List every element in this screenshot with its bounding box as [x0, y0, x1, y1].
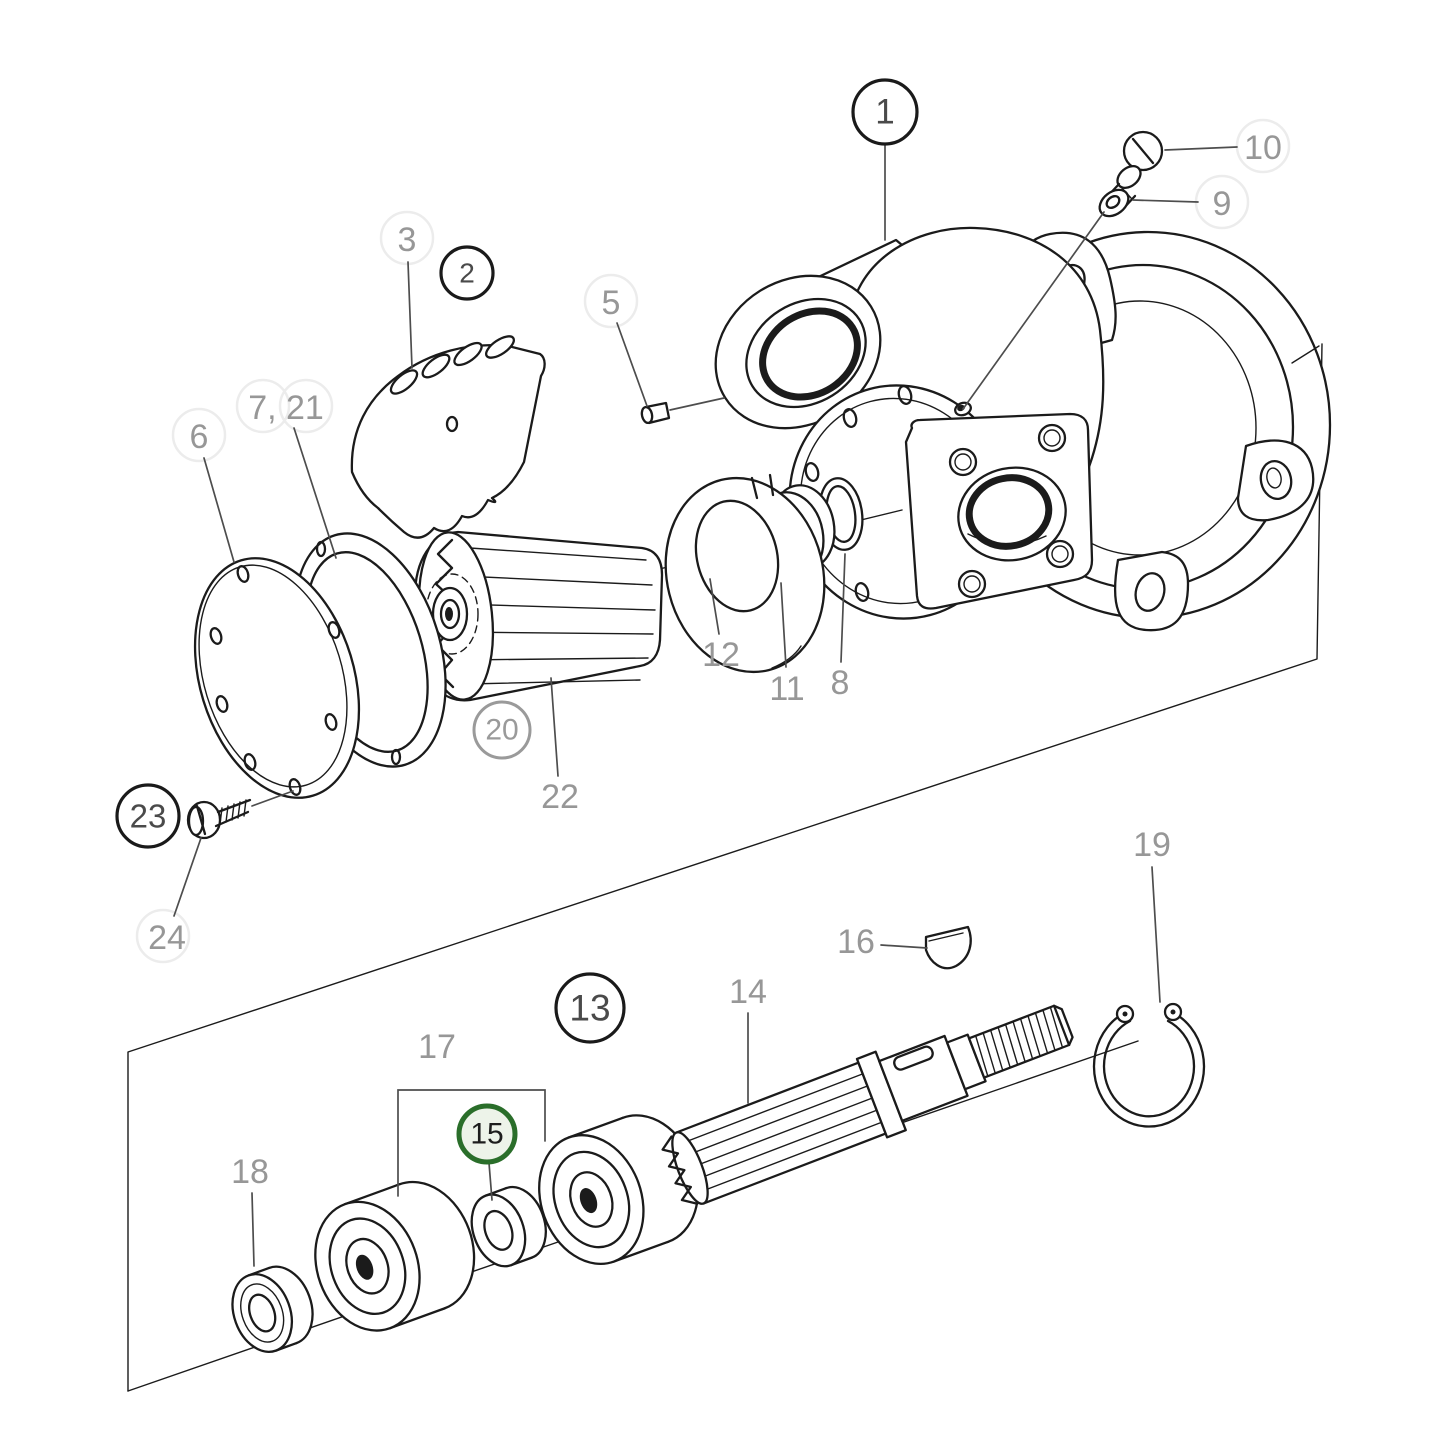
leader-line — [203, 457, 235, 563]
callout-number: 6 — [190, 418, 209, 456]
bearing-inner-17 — [314, 1180, 476, 1332]
washer-9 — [962, 188, 1130, 410]
callout-number: 23 — [130, 798, 167, 835]
callout-11: 11 — [769, 582, 805, 708]
callout-number: 1 — [875, 93, 894, 132]
leader-line — [407, 261, 413, 369]
leader-line — [173, 837, 202, 917]
drain-screw-10 — [1104, 130, 1164, 212]
callout-ring — [115, 783, 181, 849]
callout-number: 24 — [148, 919, 186, 957]
callout-number: 14 — [729, 973, 767, 1011]
callout-ring — [851, 78, 919, 146]
callout-number: 2 — [459, 258, 475, 289]
cover-plate-6 — [193, 557, 361, 799]
ghost-circle — [1235, 118, 1291, 174]
cover-screw-24 — [186, 790, 294, 840]
callout-number: 13 — [569, 988, 610, 1029]
callout-22: 22 — [541, 677, 579, 816]
callout-8: 8 — [831, 553, 850, 702]
impeller-22 — [413, 530, 664, 702]
leader-line — [1151, 866, 1161, 1003]
ghost-circle — [278, 378, 334, 434]
screw-slot — [1131, 137, 1155, 165]
ghost-circle — [583, 273, 639, 329]
seal-ring-18 — [231, 1265, 314, 1353]
callout-2: 2 — [439, 245, 495, 301]
callout-number: 11 — [769, 670, 804, 708]
mount-lug-right — [1236, 439, 1315, 522]
leader-line — [293, 427, 337, 559]
spacer-15 — [470, 1185, 547, 1268]
callout-number: 7, 21 — [248, 389, 324, 427]
leader-line — [880, 944, 928, 949]
callout-7-21: 7, 21 — [235, 378, 337, 559]
callout-5: 5 — [583, 273, 648, 407]
pump-housing — [714, 226, 1332, 632]
washer-to-hole-line — [962, 211, 1105, 410]
bracket-17 — [397, 1089, 546, 1197]
callout-1: 1 — [851, 78, 919, 241]
callout-number: 10 — [1244, 129, 1282, 167]
leader-line — [251, 1192, 255, 1267]
keyway-slot — [893, 1045, 934, 1071]
ghost-circle — [235, 378, 291, 434]
callout-24: 24 — [135, 837, 202, 964]
ghost-circle — [171, 407, 227, 463]
wear-plate-4 — [664, 473, 826, 674]
callout-number: 3 — [398, 221, 417, 259]
ghost-circle — [379, 210, 435, 266]
callout-number: 17 — [418, 1028, 456, 1066]
leader-line — [1132, 199, 1199, 203]
callout-3: 3 — [379, 210, 435, 369]
leader-line — [709, 578, 720, 635]
callout-number: 22 — [541, 778, 579, 816]
callout-ring — [439, 245, 495, 301]
key-16 — [924, 925, 972, 970]
callout-15: 15 — [456, 1103, 518, 1201]
callout-number: 19 — [1133, 826, 1171, 864]
callout-6: 6 — [171, 407, 235, 563]
leader-line — [550, 677, 559, 777]
leader-line — [1164, 146, 1238, 151]
callout-14: 14 — [729, 973, 767, 1104]
callout-12: 12 — [702, 578, 740, 674]
screw-slot — [195, 804, 207, 836]
mount-lug-bottom — [1114, 550, 1190, 632]
discharge-flange — [904, 412, 1094, 610]
leader-line — [616, 322, 648, 407]
callout-23: 23 — [115, 783, 181, 849]
callout-number: 9 — [1213, 185, 1232, 223]
shaft-14 — [661, 1004, 1074, 1205]
circlip-19 — [1092, 1002, 1206, 1128]
cam-2-3 — [350, 335, 546, 539]
callout-number: 8 — [831, 664, 850, 702]
callout-19: 19 — [1133, 826, 1171, 1003]
callout-20: 20 — [472, 700, 532, 760]
callout-number: 5 — [602, 284, 621, 322]
callout-ring — [472, 700, 532, 760]
callout-9: 9 — [1132, 174, 1250, 230]
callout-10: 10 — [1164, 118, 1291, 174]
pin-5 — [640, 397, 725, 425]
leader-line — [840, 553, 846, 663]
callout-13: 13 — [554, 972, 626, 1044]
ghost-circle — [135, 908, 191, 964]
callout-ring — [554, 972, 626, 1044]
callout-17: 17 — [418, 1028, 456, 1066]
callout-number: 12 — [702, 636, 740, 674]
callout-ring — [456, 1103, 518, 1165]
leader-line — [780, 582, 787, 668]
leader-line — [488, 1162, 493, 1201]
callout-number: 20 — [485, 714, 518, 747]
callout-number: 18 — [231, 1153, 269, 1191]
callout-16: 16 — [837, 923, 928, 961]
callout-number: 16 — [837, 923, 875, 961]
callout-number: 15 — [470, 1118, 503, 1151]
callout-18: 18 — [231, 1153, 269, 1267]
